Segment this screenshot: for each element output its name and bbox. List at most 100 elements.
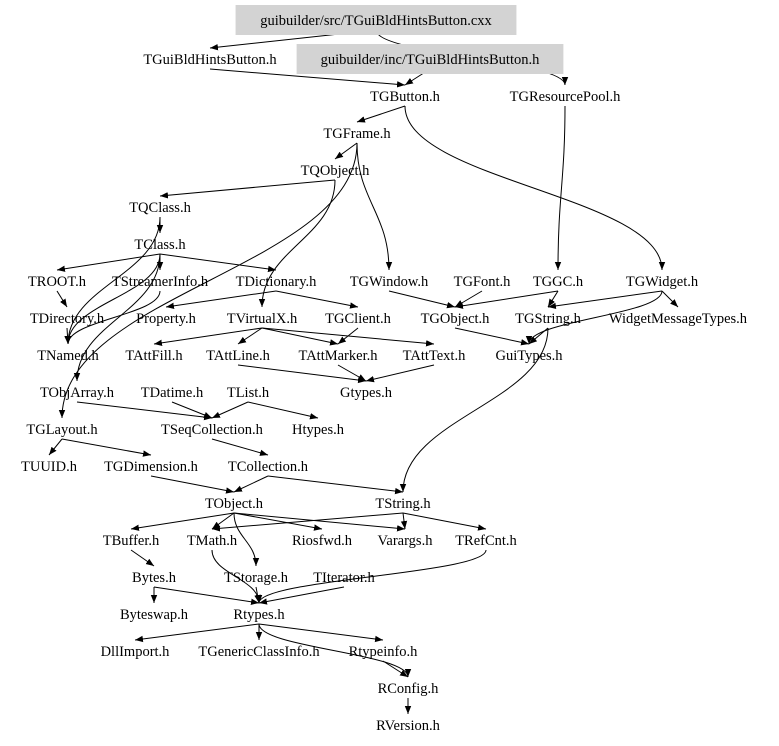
dependency-edge <box>399 327 549 493</box>
graph-node[interactable]: TAttFill.h <box>125 348 183 364</box>
node-label: Property.h <box>136 311 197 327</box>
dependency-edge <box>159 253 277 273</box>
dependency-edge <box>165 290 277 310</box>
graph-node[interactable]: Rtypeinfo.h <box>349 644 419 660</box>
node-label: RConfig.h <box>378 681 440 697</box>
graph-node[interactable]: TCollection.h <box>228 459 309 475</box>
graph-node[interactable]: TMath.h <box>187 533 238 549</box>
graph-node[interactable]: TStorage.h <box>224 570 289 586</box>
node-label: TClass.h <box>134 237 186 253</box>
edge-layer <box>48 29 679 714</box>
graph-node[interactable]: GuiTypes.h <box>495 348 563 364</box>
dependency-edge <box>255 549 487 604</box>
node-label: DllImport.h <box>101 644 171 660</box>
graph-node[interactable]: TSeqCollection.h <box>161 422 264 438</box>
graph-node[interactable]: TGFrame.h <box>323 126 391 142</box>
dependency-edge <box>258 586 345 605</box>
graph-node[interactable]: Gtypes.h <box>340 385 393 401</box>
graph-node[interactable]: TQClass.h <box>129 200 191 216</box>
dependency-edge <box>258 623 384 643</box>
graph-node[interactable]: Property.h <box>136 311 197 327</box>
node-label: TAttLine.h <box>206 348 270 364</box>
dependency-edge <box>211 401 249 419</box>
node-label: TGResourcePool.h <box>510 89 621 105</box>
graph-node[interactable]: DllImport.h <box>101 644 171 660</box>
graph-node[interactable]: TGWidget.h <box>626 274 699 290</box>
graph-node[interactable]: TStreamerInfo.h <box>112 274 209 290</box>
graph-node[interactable]: TGDimension.h <box>104 459 199 475</box>
graph-node[interactable]: TGenericClassInfo.h <box>198 644 320 660</box>
graph-node[interactable]: TObject.h <box>205 496 264 512</box>
graph-node[interactable]: TGString.h <box>515 311 581 327</box>
node-label: TQClass.h <box>129 200 191 216</box>
graph-node[interactable]: TDictionary.h <box>236 274 318 290</box>
graph-node[interactable]: TRefCnt.h <box>455 533 517 549</box>
graph-node[interactable]: Htypes.h <box>292 422 345 438</box>
dependency-edge <box>211 438 269 456</box>
graph-node[interactable]: TBuffer.h <box>103 533 160 549</box>
graph-node[interactable]: Rtypes.h <box>233 607 285 623</box>
graph-node[interactable]: TString.h <box>375 496 431 512</box>
node-label: TMath.h <box>187 533 238 549</box>
dependency-edge <box>233 512 260 567</box>
graph-node[interactable]: TAttLine.h <box>206 348 270 364</box>
graph-node[interactable]: RVersion.h <box>376 718 440 734</box>
graph-node[interactable]: TGClient.h <box>325 311 391 327</box>
graph-node[interactable]: TGGC.h <box>533 274 584 290</box>
node-label: TGObject.h <box>421 311 491 327</box>
graph-node[interactable]: TObjArray.h <box>40 385 115 401</box>
dependency-edge <box>237 327 263 345</box>
node-label: Htypes.h <box>292 422 345 438</box>
graph-node[interactable]: TGLayout.h <box>26 422 98 438</box>
node-label: TList.h <box>227 385 270 401</box>
node-label: TStreamerInfo.h <box>112 274 209 290</box>
graph-node[interactable]: TQObject.h <box>301 163 371 179</box>
graph-node[interactable]: TNamed.h <box>37 348 99 364</box>
graph-node[interactable]: Bytes.h <box>132 570 177 586</box>
node-label: TCollection.h <box>228 459 309 475</box>
graph-node[interactable]: TGObject.h <box>421 311 491 327</box>
graph-node[interactable]: TGuiBldHintsButton.h <box>143 52 277 68</box>
graph-node[interactable]: TROOT.h <box>28 274 87 290</box>
graph-node[interactable]: TAttMarker.h <box>299 348 379 364</box>
graph-node[interactable]: TGResourcePool.h <box>510 89 621 105</box>
dependency-edge <box>56 253 161 272</box>
graph-node[interactable]: TAttText.h <box>403 348 466 364</box>
node-label: TDirectory.h <box>30 311 105 327</box>
node-label: TGFrame.h <box>323 126 391 142</box>
graph-node[interactable]: TGButton.h <box>370 89 440 105</box>
graph-node[interactable]: TGWindow.h <box>350 274 429 290</box>
graph-node[interactable]: TGFont.h <box>454 274 512 290</box>
dependency-edge <box>547 290 559 308</box>
graph-node[interactable]: TVirtualX.h <box>227 311 298 327</box>
dependency-edge <box>382 660 409 678</box>
graph-node[interactable]: guibuilder/inc/TGuiBldHintsButton.h <box>296 44 564 74</box>
node-label: TGWidget.h <box>626 274 699 290</box>
graph-node[interactable]: TUUID.h <box>21 459 78 475</box>
node-label: TQObject.h <box>301 163 371 179</box>
graph-node[interactable]: Byteswap.h <box>120 607 189 623</box>
graph-node[interactable]: Riosfwd.h <box>292 533 353 549</box>
graph-node[interactable]: TIterator.h <box>313 570 375 586</box>
node-label: TDatime.h <box>141 385 204 401</box>
graph-node[interactable]: RConfig.h <box>378 681 440 697</box>
graph-node[interactable]: WidgetMessageTypes.h <box>609 311 748 327</box>
node-label: TStorage.h <box>224 570 289 586</box>
dependency-edge <box>237 364 367 384</box>
dependency-edge <box>130 512 235 531</box>
dependency-edge <box>153 586 260 605</box>
node-label: TString.h <box>375 496 431 512</box>
graph-node[interactable]: Varargs.h <box>378 533 434 549</box>
graph-node[interactable]: TDirectory.h <box>30 311 105 327</box>
node-label: TBuffer.h <box>103 533 160 549</box>
graph-node[interactable]: TDatime.h <box>141 385 204 401</box>
node-label: TNamed.h <box>37 348 99 364</box>
graph-node[interactable]: TList.h <box>227 385 270 401</box>
dependency-edge <box>356 142 393 271</box>
graph-node[interactable]: TClass.h <box>134 237 186 253</box>
node-label: guibuilder/inc/TGuiBldHintsButton.h <box>321 52 540 68</box>
graph-node[interactable]: guibuilder/src/TGuiBldHintsButton.cxx <box>235 5 517 35</box>
dependency-edge <box>337 364 367 382</box>
dependency-edge <box>454 290 559 309</box>
